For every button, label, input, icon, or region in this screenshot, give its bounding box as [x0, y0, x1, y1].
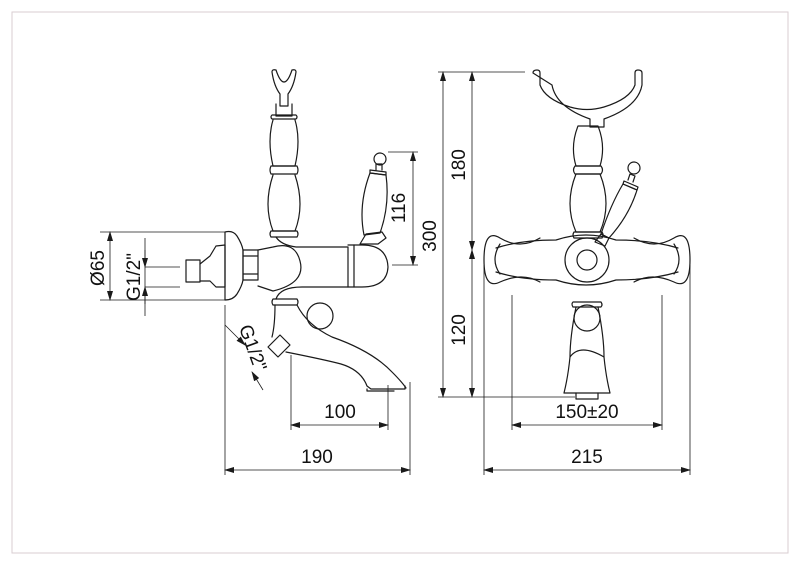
dim-lower-height: 120 [449, 249, 475, 398]
total-depth-label: 190 [301, 447, 333, 468]
flange-diameter-label: Ø65 [88, 250, 109, 286]
outlet-thread-label: G1/2" [234, 322, 270, 374]
dim-lever-height: 116 [388, 151, 418, 266]
dim-total-width: 215 [483, 265, 691, 475]
dim-centers: 150±20 [511, 295, 663, 430]
lever-height-label: 116 [389, 193, 410, 223]
lever-front [594, 161, 641, 247]
shower-holder-front [532, 69, 643, 239]
spout-front [563, 301, 611, 400]
shower-holder [267, 69, 301, 238]
spout-projection-label: 100 [324, 402, 356, 423]
spout [267, 298, 407, 392]
lever-handle [359, 152, 388, 245]
total-width-label: 215 [571, 447, 603, 468]
dim-flange-diameter: Ø65 [88, 231, 225, 301]
mixer-body-front [483, 234, 691, 286]
upper-height-label: 180 [449, 149, 470, 181]
centers-label: 150±20 [555, 402, 618, 423]
dim-spout-projection: 100 [290, 355, 389, 430]
page-frame [11, 11, 789, 554]
dim-inlet-thread: G1/2" [124, 238, 180, 316]
total-height-label: 300 [420, 220, 441, 252]
inlet-thread-label: G1/2" [124, 253, 145, 301]
lower-height-label: 120 [449, 314, 470, 346]
front-view: 300 180 120 150±20 215 [420, 69, 691, 475]
side-view: Ø65 G1/2" G1/2" 116 100 [88, 69, 418, 475]
dim-total-height: 300 [420, 71, 575, 398]
dim-upper-height: 180 [449, 71, 475, 251]
dim-outlet-thread: G1/2" [224, 322, 270, 391]
mixer-body [185, 230, 389, 301]
dim-total-depth: 190 [224, 305, 411, 475]
